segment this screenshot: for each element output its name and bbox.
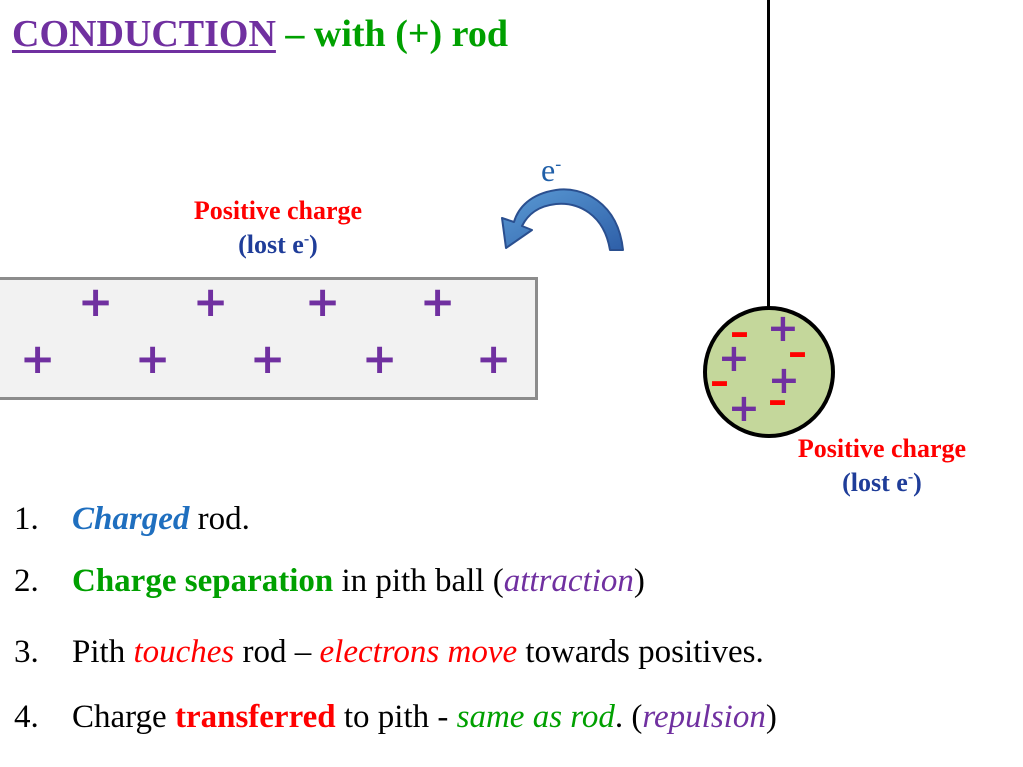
- title-rest: – with (+) rod: [275, 13, 508, 55]
- step-number: 1.: [14, 501, 39, 537]
- charged-rod: [0, 277, 538, 400]
- page-title: CONDUCTION – with (+) rod: [12, 12, 508, 56]
- rod-plus-sign: +: [362, 334, 398, 383]
- ball-plus-sign: +: [728, 386, 760, 430]
- rod-plus-sign: +: [305, 277, 341, 326]
- ball-minus-sign: –: [768, 378, 787, 422]
- rod-charge-label-line1: Positive charge: [193, 196, 363, 225]
- electron-transfer-arrow-icon: [501, 188, 624, 251]
- step-2: 2.Charge separation in pith ball (attrac…: [14, 563, 645, 599]
- ball-plus-sign: +: [767, 306, 799, 350]
- step-number: 3.: [14, 634, 39, 670]
- electron-label: e-: [541, 152, 561, 189]
- ball-minus-sign: –: [730, 310, 749, 354]
- rod-plus-sign: +: [476, 334, 512, 383]
- step-1: 1.Charged rod.: [14, 501, 250, 537]
- ball-plus-sign: +: [718, 336, 750, 380]
- step-3: 3.Pith touches rod – electrons move towa…: [14, 634, 764, 670]
- rod-plus-sign: +: [250, 334, 286, 383]
- step-number: 2.: [14, 563, 39, 599]
- rod-charge-label-line2: (lost e-): [238, 229, 318, 259]
- rod-charge-label: Positive charge (lost e-): [163, 194, 393, 262]
- rod-plus-sign: +: [193, 277, 229, 326]
- pith-ball-string: [767, 0, 770, 310]
- ball-charge-label-line2: (lost e-): [842, 467, 922, 497]
- electron-sup: -: [555, 153, 562, 174]
- pith-ball: [703, 306, 835, 438]
- ball-minus-sign: –: [788, 330, 807, 374]
- step-4: 4.Charge transferred to pith - same as r…: [14, 699, 777, 735]
- title-main: CONDUCTION: [12, 13, 276, 55]
- ball-charge-label: Positive charge (lost e-): [766, 432, 998, 500]
- ball-plus-sign: +: [768, 358, 800, 402]
- rod-plus-sign: +: [420, 277, 456, 326]
- ball-minus-sign: –: [710, 359, 729, 403]
- ball-charge-label-line1: Positive charge: [797, 434, 967, 463]
- rod-plus-sign: +: [20, 334, 56, 383]
- rod-plus-sign: +: [78, 277, 114, 326]
- step-number: 4.: [14, 699, 39, 735]
- electron-symbol: e: [541, 152, 556, 188]
- rod-plus-sign: +: [135, 334, 171, 383]
